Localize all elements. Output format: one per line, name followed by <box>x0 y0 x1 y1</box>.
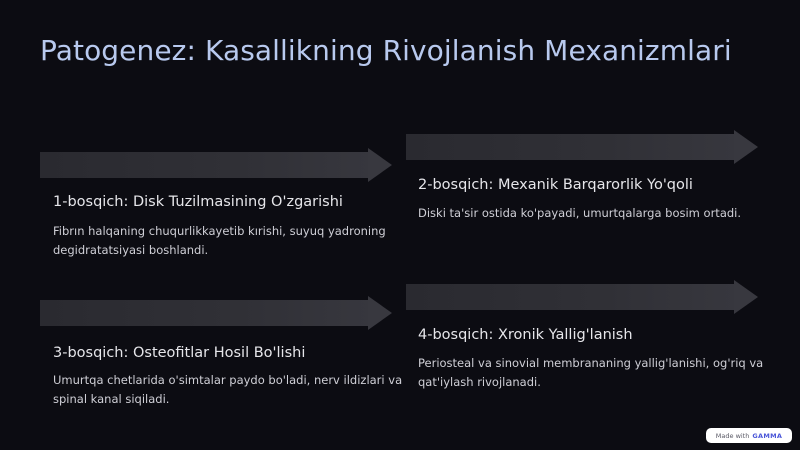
made-with-label: Made with <box>715 431 750 440</box>
step-2-arrow <box>406 130 758 164</box>
step-2-title: 2-bosqich: Mexanik Barqarorlik Yo'qoli <box>418 177 693 193</box>
gamma-logo: GAMMA <box>752 431 783 440</box>
step-4-arrow <box>406 280 758 314</box>
step-2-description: Diski ta'sir ostida ko'payadi, umurtqala… <box>418 204 741 223</box>
step-1-title: 1-bosqich: Disk Tuzilmasining O'zgarishi <box>53 194 343 210</box>
step-3-description-line: Umurtqa chetlarida o'simtalar paydo bo'l… <box>53 373 403 387</box>
step-4-description-line: Periosteal va sinovial membrananing yall… <box>418 356 764 370</box>
step-1-description: Fibrın halqaning chuqurlikkayetib kırish… <box>53 222 386 260</box>
step-1-description-line: Fibrın halqaning chuqurlikkayetib kırish… <box>53 224 386 238</box>
step-1-arrow <box>40 148 392 182</box>
made-with-badge[interactable]: Made with GAMMA <box>706 428 792 443</box>
step-3-title: 3-bosqich: Osteofitlar Hosil Bo'lishi <box>53 345 306 361</box>
step-3-description-line: spinal kanal siqiladi. <box>53 392 170 406</box>
step-3-description: Umurtqa chetlarida o'simtalar paydo bo'l… <box>53 371 402 409</box>
step-4-description: Periosteal va sinovial membrananing yall… <box>418 354 763 392</box>
step-4-description-line: qat'iylash rivojlanadi. <box>418 375 541 389</box>
step-1-description-line: degidratatsiyasi boshlandi. <box>53 243 209 257</box>
step-3-arrow <box>40 296 392 330</box>
step-4-title: 4-bosqich: Xronik Yallig'lanish <box>418 327 633 343</box>
step-2-description-line: Diski ta'sir ostida ko'payadi, umurtqala… <box>418 206 742 220</box>
slide-title: Patogenez: Kasallikning Rivojlanish Mexa… <box>40 34 732 67</box>
